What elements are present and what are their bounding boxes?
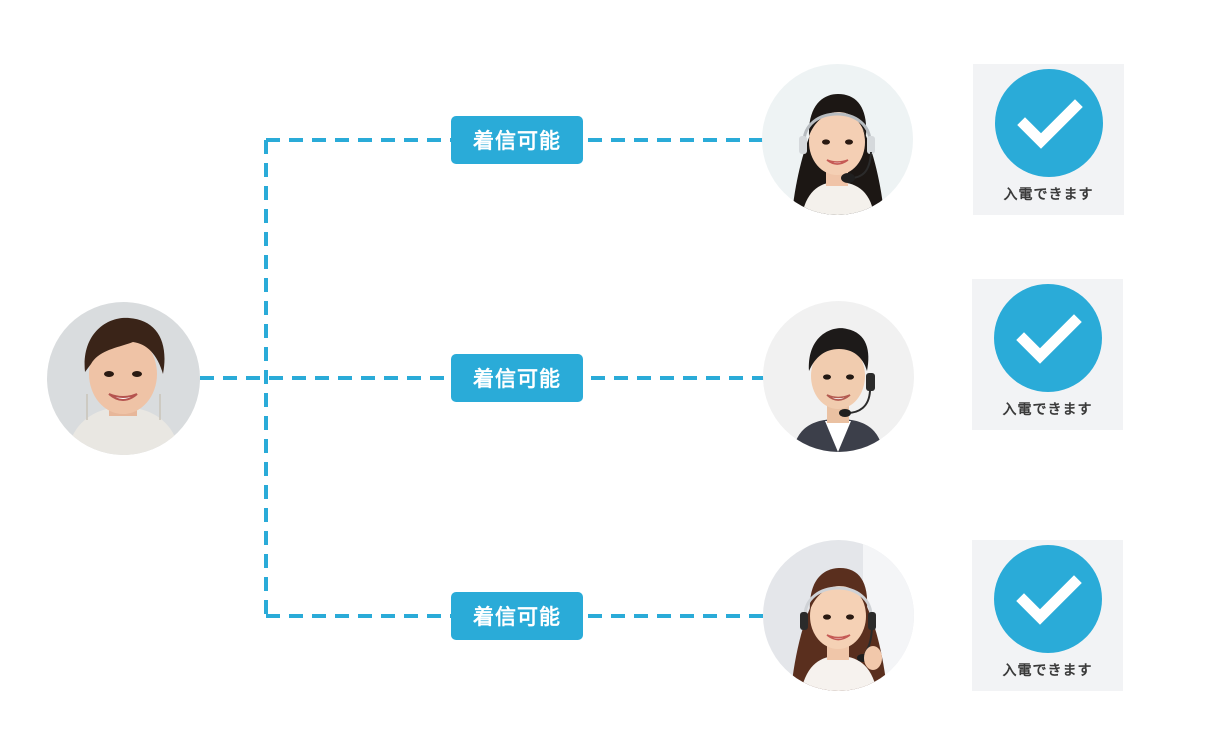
route-tag-1-label: 着信可能: [473, 129, 561, 153]
checkmark-circle-icon: [994, 545, 1102, 653]
caller-avatar: [47, 302, 200, 455]
route-tag-1: 着信可能: [451, 116, 583, 164]
status-card-3: 入電できます: [972, 540, 1123, 691]
operator-female-headset-icon: [762, 64, 913, 215]
status-label-3: 入電できます: [1002, 663, 1093, 679]
route-tag-3-label: 着信可能: [473, 605, 561, 629]
status-label-1: 入電できます: [1003, 187, 1094, 203]
checkmark-circle-icon: [995, 69, 1103, 177]
route-tag-3: 着信可能: [451, 592, 583, 640]
status-label-2: 入電できます: [1002, 402, 1093, 418]
status-card-2: 入電できます: [972, 279, 1123, 430]
operator-male-headset-icon: [763, 301, 914, 452]
operator-female-headset-icon: [763, 540, 914, 691]
route-tag-2-label: 着信可能: [473, 367, 561, 391]
status-card-1: 入電できます: [973, 64, 1124, 215]
checkmark-circle-icon: [994, 284, 1102, 392]
route-tag-2: 着信可能: [451, 354, 583, 402]
